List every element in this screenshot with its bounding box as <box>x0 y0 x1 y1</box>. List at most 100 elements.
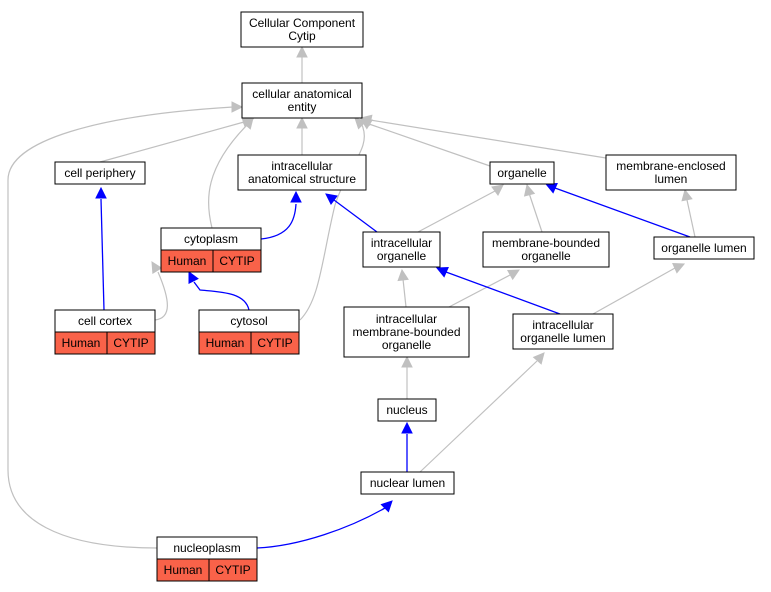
node-label: anatomical structure <box>248 172 356 186</box>
node-label: cellular anatomical <box>252 87 351 101</box>
is-a-edge <box>523 183 543 233</box>
edge-line <box>333 199 378 233</box>
is-a-edge <box>681 188 696 238</box>
node-olumen[interactable]: organelle lumen <box>653 236 755 260</box>
node-box <box>362 231 441 268</box>
node-label: lumen <box>655 172 688 186</box>
arrowhead-icon <box>241 117 254 130</box>
node-label: intracellular <box>376 312 437 326</box>
node-label: Cellular Component <box>249 16 356 30</box>
edge-line <box>100 198 105 311</box>
edge-line <box>686 199 696 238</box>
arrowhead-icon <box>354 117 367 130</box>
node-label: organelle <box>521 249 571 263</box>
edge-line <box>7 106 234 549</box>
edge-line <box>528 192 543 233</box>
is-a-edge <box>397 268 409 308</box>
is-a-edge <box>359 114 607 159</box>
node-organelle[interactable]: organelle <box>489 161 555 185</box>
is-a-edge <box>207 117 254 229</box>
arrowhead-icon <box>401 421 413 434</box>
node-box <box>54 161 146 185</box>
is-a-edge <box>7 101 244 549</box>
edge-line <box>448 274 511 308</box>
edge-line <box>260 203 297 240</box>
arrowhead-icon <box>290 190 302 203</box>
gene-tag <box>250 331 300 355</box>
node-box <box>653 236 755 260</box>
node-label: entity <box>288 100 317 114</box>
is-a-edge <box>419 352 545 473</box>
node-label: Cytip <box>288 29 316 43</box>
node-box <box>240 11 364 48</box>
gene-label: CYTIP <box>215 563 250 577</box>
node-box <box>343 306 470 358</box>
arrowhead-icon <box>325 193 338 205</box>
node-nlumen[interactable]: nuclear lumen <box>360 471 455 495</box>
arrowhead-icon <box>95 186 107 199</box>
node-periphery[interactable]: cell periphery <box>54 161 146 185</box>
node-label: organelle <box>377 249 427 263</box>
node-label: organelle lumen <box>661 241 746 255</box>
edge-line <box>207 124 248 229</box>
edge-line <box>369 119 607 159</box>
node-box <box>489 161 555 185</box>
is-a-edge <box>592 262 686 315</box>
node-box <box>377 398 437 422</box>
part-of-edge <box>188 271 250 311</box>
arrowhead-icon <box>188 271 199 284</box>
is-a-edge <box>296 45 308 83</box>
part-of-edge <box>544 182 691 238</box>
node-label: cytoplasm <box>184 232 238 246</box>
edge-line <box>193 281 250 311</box>
node-nucleus[interactable]: nucleus <box>377 398 437 422</box>
node-label: membrane-bounded <box>492 236 600 250</box>
arrowhead-icon <box>435 266 449 278</box>
node-label: cell periphery <box>64 166 135 180</box>
node-label: nucleus <box>386 403 427 417</box>
arrowhead-icon <box>397 268 409 282</box>
edge-line <box>445 271 561 315</box>
is-a-edge <box>299 117 367 321</box>
node-label: organelle <box>497 166 547 180</box>
node-box <box>360 471 455 495</box>
is-a-edge <box>401 355 413 399</box>
organism-label: Human <box>164 563 203 577</box>
edge-line <box>368 123 491 167</box>
arrowhead-icon <box>231 101 244 113</box>
arrowhead-icon <box>401 355 413 368</box>
is-a-edge <box>448 269 520 308</box>
arrowhead-icon <box>380 500 393 513</box>
gene-label: CYTIP <box>219 254 254 268</box>
organism-label: Human <box>168 254 207 268</box>
edges-layer <box>7 45 696 549</box>
node-box <box>482 231 610 268</box>
arrowhead-icon <box>681 188 693 202</box>
gene-tag <box>212 249 262 273</box>
node-label: intracellular <box>371 236 432 250</box>
is-a-edge <box>417 184 504 233</box>
is-a-edge <box>296 116 308 155</box>
part-of-edge <box>435 266 561 315</box>
part-of-edge <box>401 421 413 472</box>
is-a-edge <box>360 118 491 167</box>
node-box <box>237 154 367 191</box>
node-label: membrane-bounded <box>352 325 460 339</box>
edge-line <box>299 124 365 321</box>
node-label: nuclear lumen <box>370 476 445 490</box>
node-label: intracellular <box>532 318 593 332</box>
